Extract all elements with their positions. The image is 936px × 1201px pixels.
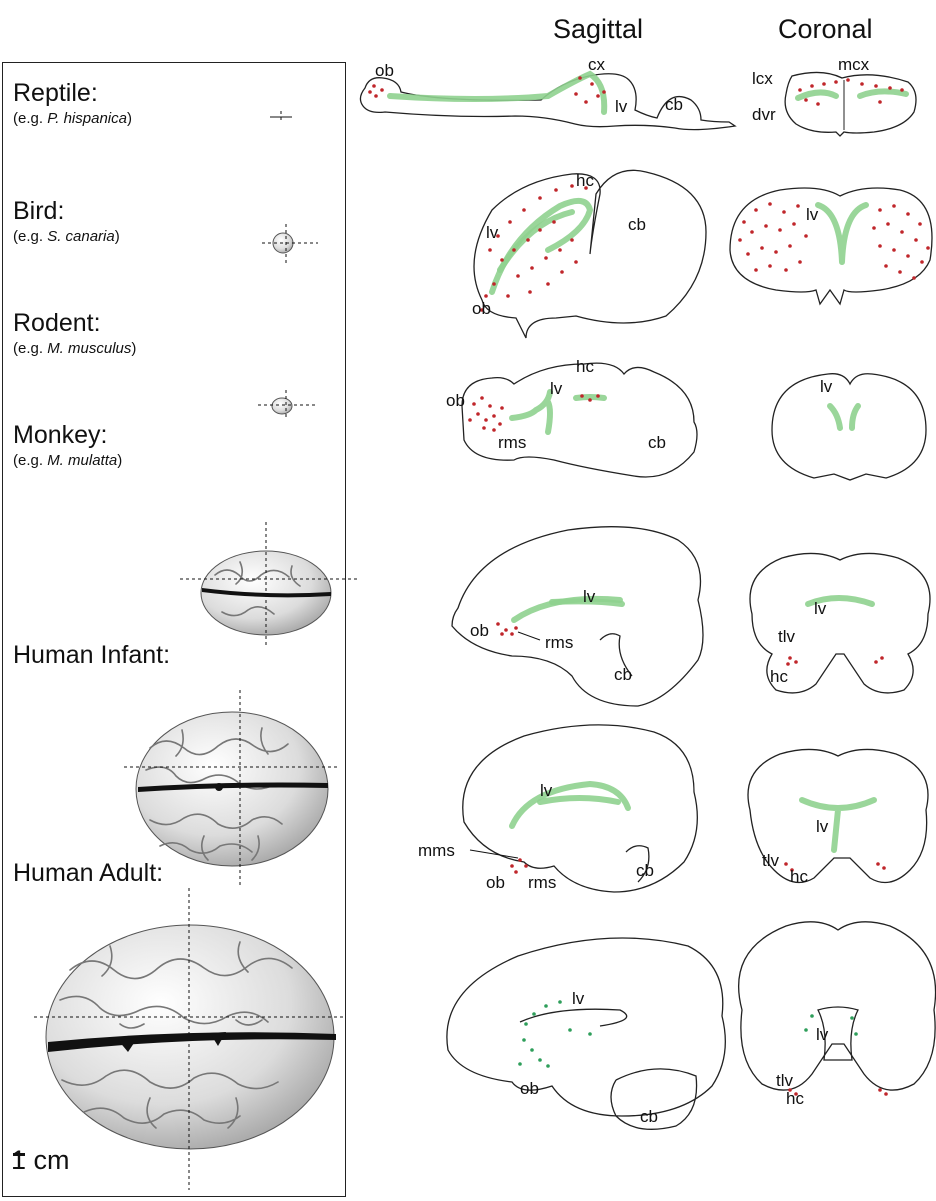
label-lv: lv xyxy=(572,989,585,1008)
label-ob: ob xyxy=(470,621,489,640)
human-adult-brain-thumbnail xyxy=(34,888,346,1190)
bird-sagittal-section: hc lv cb ob xyxy=(472,170,706,338)
label-ob: ob xyxy=(375,61,394,80)
label-tlv: tlv xyxy=(776,1071,794,1090)
label-hc: hc xyxy=(790,867,808,886)
reptile-coronal-section: lcx mcx dvr xyxy=(752,55,916,136)
bird-brain-thumbnail xyxy=(262,224,318,266)
label-lv: lv xyxy=(814,599,827,618)
label-rms: rms xyxy=(528,873,556,892)
human-adult-sagittal-section: lv ob cb xyxy=(447,938,725,1129)
label-hc: hc xyxy=(576,171,594,190)
label-ob: ob xyxy=(472,299,491,318)
label-lv: lv xyxy=(540,781,553,800)
label-cx: cx xyxy=(588,55,606,74)
human-infant-brain-thumbnail xyxy=(124,690,340,886)
human-infant-sagittal-section: lv mms ob rms cb xyxy=(418,725,697,892)
label-rms: rms xyxy=(498,433,526,452)
rodent-sagittal-section: hc ob lv rms cb xyxy=(446,357,697,477)
label-hc: hc xyxy=(576,357,594,376)
label-mms: mms xyxy=(418,841,455,860)
label-hc: hc xyxy=(770,667,788,686)
label-lv: lv xyxy=(583,587,596,606)
bird-coronal-section: lv xyxy=(730,188,932,304)
label-tlv: tlv xyxy=(778,627,796,646)
label-lv: lv xyxy=(486,223,499,242)
monkey-sagittal-section: lv ob rms cb xyxy=(452,527,703,706)
label-lv: lv xyxy=(820,377,833,396)
label-ob: ob xyxy=(486,873,505,892)
label-lv: lv xyxy=(806,205,819,224)
label-mcx: mcx xyxy=(838,55,870,74)
label-lcx: lcx xyxy=(752,69,773,88)
label-cb: cb xyxy=(614,665,632,684)
monkey-brain-thumbnail xyxy=(180,522,358,648)
monkey-coronal-section: lv tlv hc xyxy=(750,553,930,692)
label-cb: cb xyxy=(648,433,666,452)
label-cb: cb xyxy=(636,861,654,880)
human-adult-coronal-section: lv tlv hc xyxy=(739,922,936,1108)
rodent-coronal-section: lv xyxy=(772,374,926,480)
human-infant-coronal-section: lv tlv hc xyxy=(748,749,928,886)
label-cb: cb xyxy=(640,1107,658,1126)
label-cb: cb xyxy=(628,215,646,234)
label-ob: ob xyxy=(520,1079,539,1098)
label-rms: rms xyxy=(545,633,573,652)
label-cb: cb xyxy=(665,95,683,114)
label-tlv: tlv xyxy=(762,851,780,870)
rodent-brain-thumbnail xyxy=(258,390,318,420)
label-lv: lv xyxy=(615,97,628,116)
label-hc: hc xyxy=(786,1089,804,1108)
reptile-brain-thumbnail xyxy=(270,111,292,122)
label-lv: lv xyxy=(816,1025,829,1044)
label-dvr: dvr xyxy=(752,105,776,124)
label-lv: lv xyxy=(550,379,563,398)
reptile-sagittal-section: ob cx lv cb xyxy=(360,55,735,130)
label-ob: ob xyxy=(446,391,465,410)
label-lv: lv xyxy=(816,817,829,836)
